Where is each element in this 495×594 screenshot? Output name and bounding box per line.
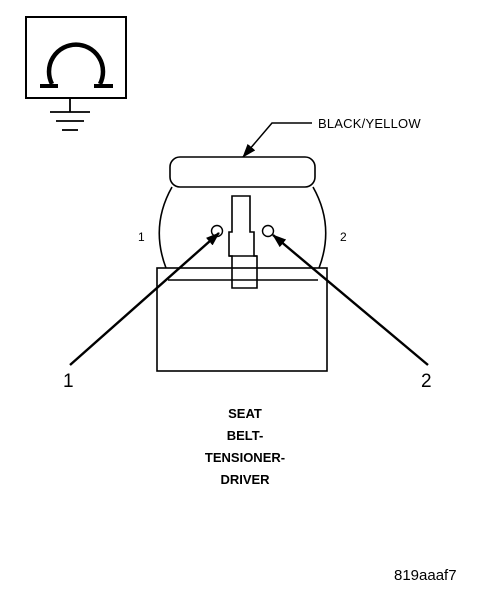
connector-body bbox=[156, 156, 328, 372]
component-name-line: TENSIONER- bbox=[204, 450, 286, 465]
connector-top-lock bbox=[169, 156, 316, 188]
cavity-1-label: 1 bbox=[138, 230, 145, 244]
pin-1-callout: 1 bbox=[63, 371, 74, 392]
omega-icon-frame bbox=[25, 16, 127, 99]
pin-2-arrow bbox=[272, 234, 429, 366]
cavity-2 bbox=[261, 224, 275, 238]
wire-color-leader bbox=[242, 122, 312, 158]
omega-icon bbox=[46, 42, 106, 86]
connector-left-curve bbox=[158, 186, 173, 269]
pin-2-callout: 2 bbox=[421, 371, 432, 392]
component-name-line: SEAT bbox=[228, 406, 262, 421]
pin-1-arrow bbox=[69, 232, 220, 366]
ground-symbol-icon bbox=[25, 16, 127, 131]
figure-id: 819aaaf7 bbox=[394, 567, 457, 584]
wire-color-label: BLACK/YELLOW bbox=[318, 116, 421, 131]
connector-right-curve bbox=[312, 186, 327, 269]
component-name: SEAT BELT- TENSIONER- DRIVER bbox=[170, 403, 320, 491]
component-name-line: DRIVER bbox=[220, 472, 270, 487]
cavity-2-label: 2 bbox=[340, 230, 347, 244]
component-name-line: BELT- bbox=[226, 428, 264, 443]
connector-housing bbox=[156, 267, 328, 372]
connector-center-key bbox=[228, 195, 258, 289]
